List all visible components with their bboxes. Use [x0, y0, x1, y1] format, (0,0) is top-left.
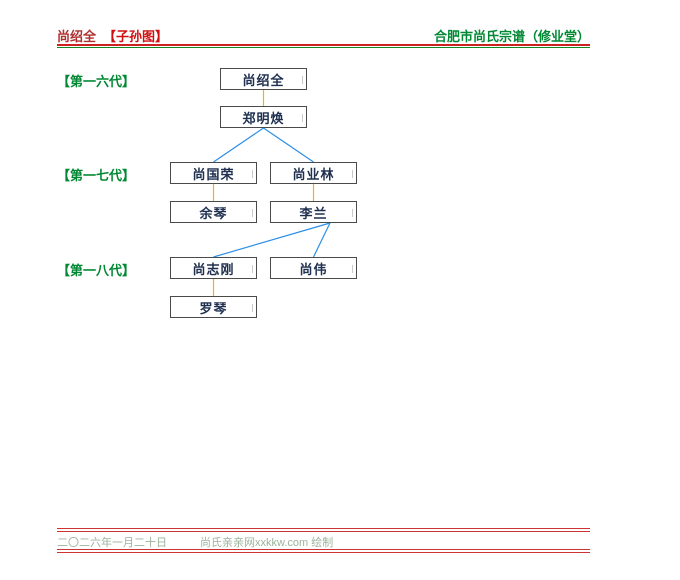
header-rule-green	[57, 47, 590, 48]
child-line-to-guorong	[213, 127, 264, 163]
generation-label-18: 【第一八代】	[57, 263, 136, 278]
person-name: 罗琴	[199, 300, 228, 316]
box-id-mark	[352, 170, 353, 178]
child-line-to-yelin	[263, 127, 314, 163]
person-box-luo-qin[interactable]: 罗琴	[170, 296, 257, 318]
person-name: 郑明焕	[242, 110, 285, 126]
header-book-title: 合肥市尚氏宗谱（修业堂）	[433, 29, 590, 44]
box-id-mark	[352, 209, 353, 217]
generation-label-17: 【第一七代】	[57, 168, 136, 183]
child-line-to-zhigang	[213, 222, 331, 258]
person-box-shang-shaoquan[interactable]: 尚绍全	[220, 68, 307, 90]
child-line-to-wei	[312, 222, 331, 258]
box-id-mark	[302, 76, 303, 84]
box-id-mark	[252, 209, 253, 217]
footer-date: 二〇二六年一月二十日	[57, 537, 167, 549]
generation-label-16: 【第一六代】	[57, 74, 136, 89]
person-box-li-lan[interactable]: 李兰	[270, 201, 357, 223]
person-box-shang-yelin[interactable]: 尚业林	[270, 162, 357, 184]
person-name: 尚国荣	[192, 166, 235, 182]
person-name: 李兰	[299, 205, 328, 221]
person-name: 余琴	[199, 205, 228, 221]
box-id-mark	[302, 114, 303, 122]
person-name: 尚业林	[292, 166, 335, 182]
person-box-shang-wei[interactable]: 尚伟	[270, 257, 357, 279]
footer-rule-bottom	[57, 549, 590, 553]
person-box-shang-guorong[interactable]: 尚国荣	[170, 162, 257, 184]
person-box-zheng-minghuan[interactable]: 郑明焕	[220, 106, 307, 128]
header-person-name: 尚绍全	[57, 29, 97, 44]
footer-credit: 尚氏亲亲网xxkkw.com 绘制	[200, 537, 334, 549]
person-name: 尚伟	[299, 261, 328, 277]
person-name: 尚绍全	[242, 72, 285, 88]
person-box-shang-zhigang[interactable]: 尚志刚	[170, 257, 257, 279]
person-name: 尚志刚	[192, 261, 235, 277]
header-chart-type: 【子孙图】	[103, 29, 169, 44]
person-box-yu-qin[interactable]: 余琴	[170, 201, 257, 223]
header-left: 尚绍全【子孙图】	[57, 26, 168, 45]
box-id-mark	[252, 265, 253, 273]
box-id-mark	[252, 170, 253, 178]
footer-rule-top	[57, 528, 590, 532]
box-id-mark	[352, 265, 353, 273]
header-rule-red	[57, 44, 590, 46]
box-id-mark	[252, 304, 253, 312]
